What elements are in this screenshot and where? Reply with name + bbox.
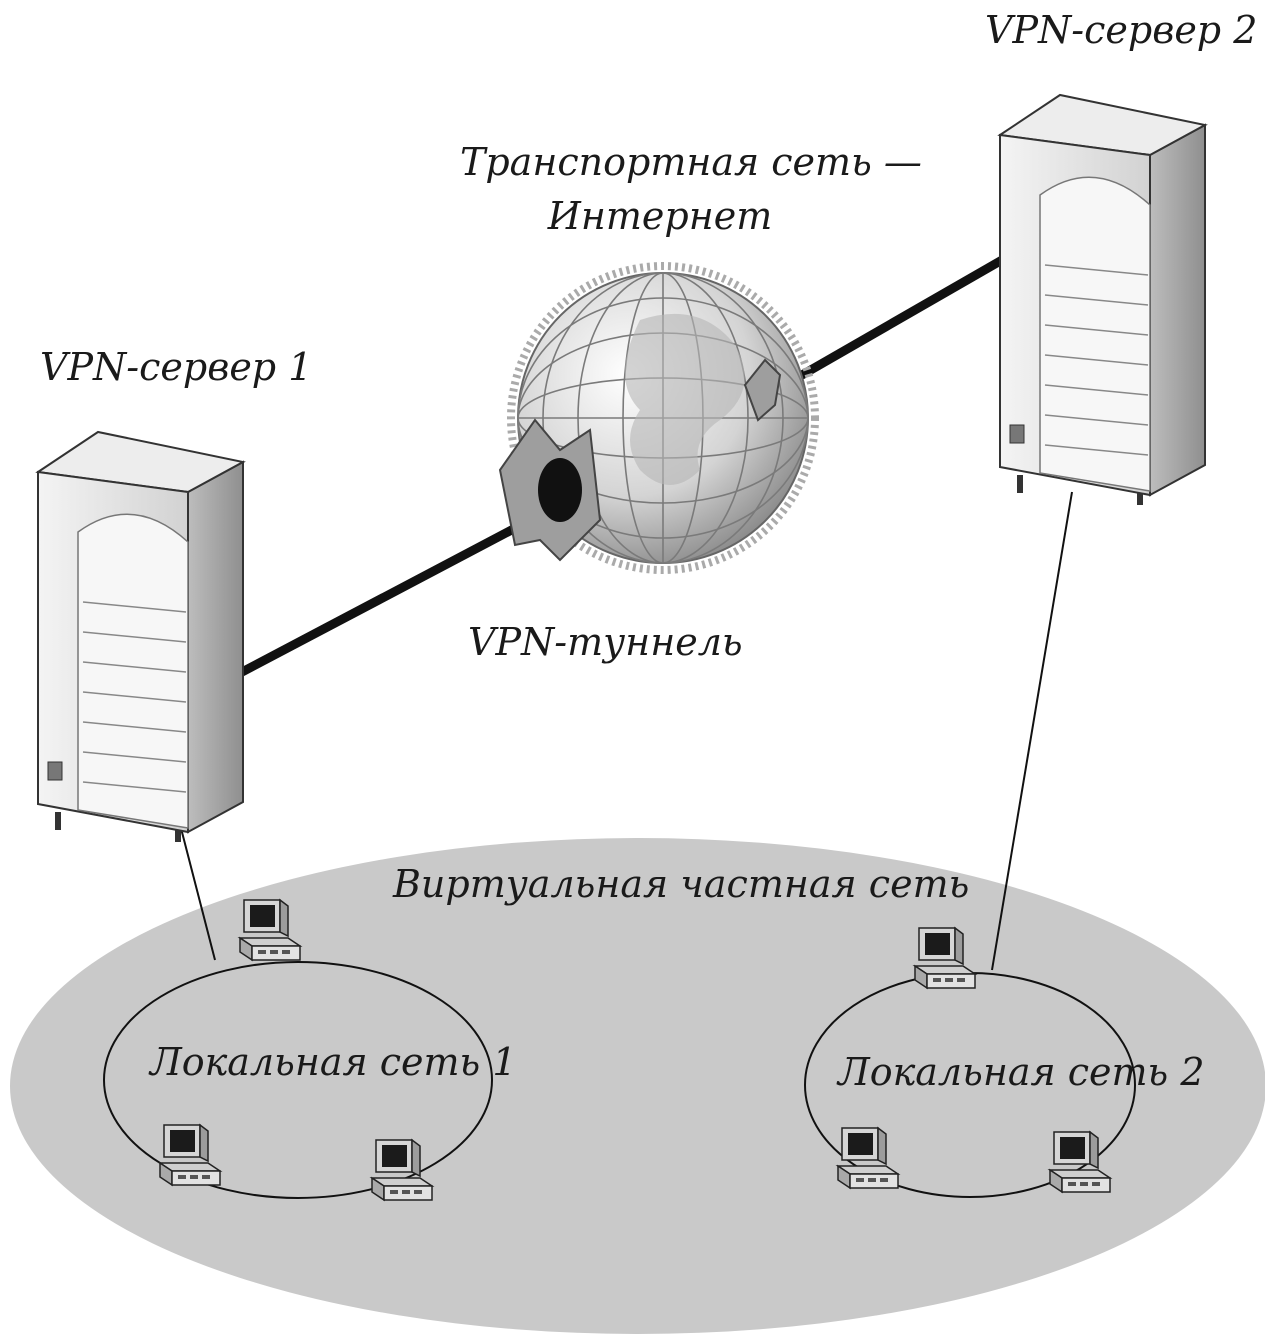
vpn-server-1-label: VPN-сервер 1 [40,345,313,389]
server2-lan2-link [991,491,1073,971]
transport-network-label-line2: Интернет [547,194,773,238]
vpn-tunnel-label: VPN-туннель [468,620,743,664]
virtual-private-network-label: Виртуальная частная сеть [393,862,970,906]
local-network-2-label: Локальная сеть 2 [838,1050,1205,1094]
local-network-1-ring [103,961,493,1199]
globe-icon [498,262,819,574]
vpn-server-2-label: VPN-сервер 2 [985,8,1258,52]
transport-network-label-line1: Транспортная сеть — [460,140,922,184]
local-network-1-label: Локальная сеть 1 [150,1040,517,1084]
server-tower-icon-2 [1000,95,1205,505]
server-tower-icon-1 [38,432,243,842]
